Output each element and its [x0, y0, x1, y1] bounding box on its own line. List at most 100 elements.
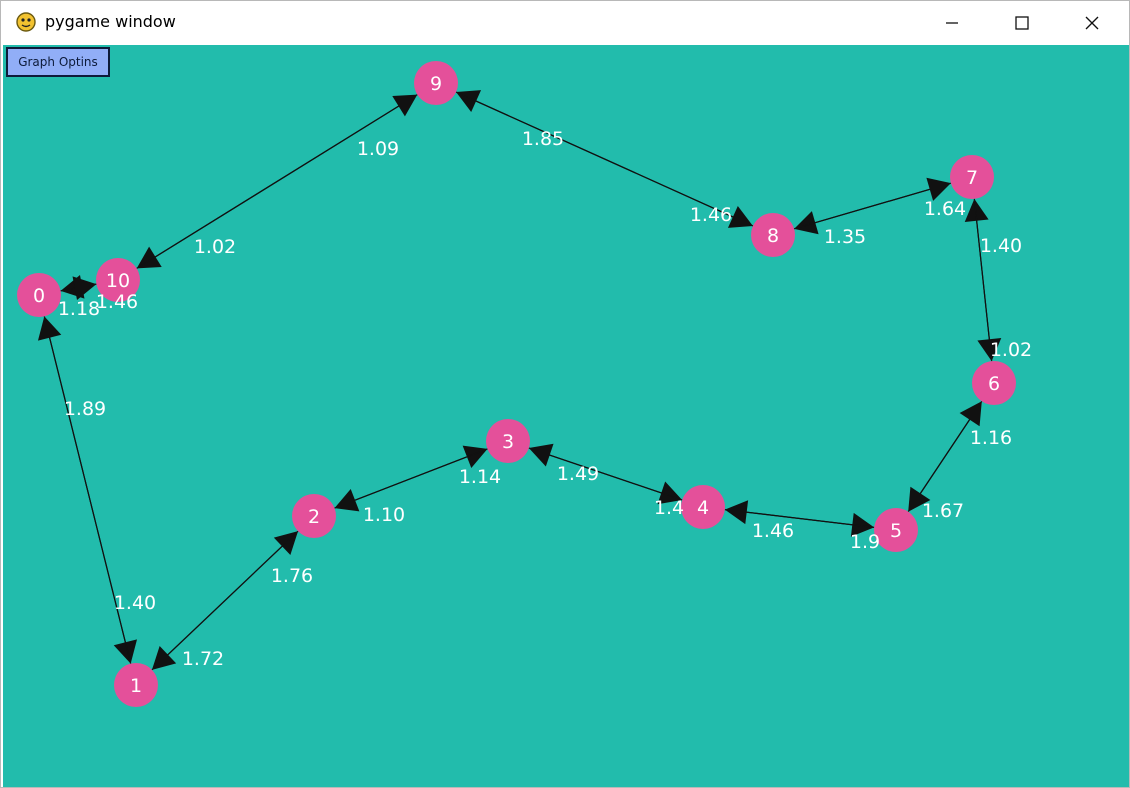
arrowhead-icon: [964, 198, 989, 223]
node-label: 2: [308, 506, 320, 528]
arrowhead-icon: [528, 443, 554, 467]
arrowhead-icon: [850, 512, 875, 537]
node-circle[interactable]: [751, 213, 795, 257]
graph-node-0[interactable]: 0: [17, 273, 61, 317]
arrowhead-icon: [136, 246, 162, 269]
node-label: 3: [502, 431, 514, 453]
node-label: 10: [106, 270, 130, 292]
arrowhead-icon: [794, 211, 819, 235]
graph-node-3[interactable]: 3: [486, 419, 530, 463]
node-label: 0: [33, 285, 45, 307]
close-button[interactable]: [1069, 1, 1115, 44]
edge-weight-label: 1.40: [980, 235, 1022, 257]
edge-line: [746, 511, 875, 528]
edge-line: [549, 454, 683, 501]
edge-weight-label: 1.46: [690, 204, 732, 226]
edge-8-7: [793, 177, 951, 230]
node-circle[interactable]: [414, 61, 458, 105]
edge-5-4: [724, 500, 875, 528]
edge-2-1: [151, 530, 299, 670]
edge-line: [793, 188, 930, 230]
edge-weight-label: 1.85: [522, 128, 564, 150]
graph-node-5[interactable]: 5: [874, 508, 918, 552]
graph-node-2[interactable]: 2: [292, 494, 336, 538]
graph-node-9[interactable]: 9: [414, 61, 458, 105]
edge-0-10: [60, 276, 97, 300]
edge-6-7: [964, 198, 993, 362]
edge-3-2: [334, 448, 488, 512]
node-circle[interactable]: [114, 663, 158, 707]
maximize-button[interactable]: [999, 1, 1045, 44]
arrowhead-icon: [657, 481, 683, 505]
graph-node-4[interactable]: 4: [681, 485, 725, 529]
edge-weight-label: 1.09: [357, 138, 399, 160]
node-label: 1: [130, 675, 142, 697]
graph-node-6[interactable]: 6: [972, 361, 1016, 405]
edge-6-5: [908, 400, 983, 512]
arrowhead-icon: [392, 94, 418, 117]
edge-weight-label: 1.9: [850, 531, 880, 553]
edge-weight-label: 1.67: [922, 500, 964, 522]
graph-node-7[interactable]: 7: [950, 155, 994, 199]
edges: [37, 90, 1002, 671]
edge-weight-label: 1.14: [459, 466, 501, 488]
edge-weight-label: 1.72: [182, 648, 224, 670]
edge-weight-label: 1.02: [194, 236, 236, 258]
node-label: 8: [767, 225, 779, 247]
arrowhead-icon: [727, 205, 753, 228]
arrowhead-icon: [334, 488, 360, 512]
minimize-button[interactable]: [929, 1, 975, 44]
nodes: 0 1 2 3 4 5 6 7 8 9 10: [17, 61, 1016, 707]
node-circle[interactable]: [874, 508, 918, 552]
node-label: 5: [890, 520, 902, 542]
node-circle[interactable]: [972, 361, 1016, 405]
node-label: 9: [430, 73, 442, 95]
edge-line: [919, 400, 983, 494]
arrowhead-icon: [113, 639, 138, 664]
edge-weight-label: 1.02: [990, 339, 1032, 361]
edge-line: [167, 530, 299, 656]
maximize-icon: [1015, 15, 1029, 30]
pygame-snake-icon: [16, 12, 36, 32]
node-label: 4: [697, 497, 709, 519]
edge-weight-label: 1.10: [363, 504, 405, 526]
node-circle[interactable]: [17, 273, 61, 317]
graph-options-button[interactable]: Graph Optins: [6, 47, 110, 77]
edge-weight-label: 1.46: [96, 291, 138, 313]
edge-weight-label: 1.35: [824, 226, 866, 248]
edge-weight-label: 1.46: [752, 520, 794, 542]
edge-weight-label: 1.18: [58, 298, 100, 320]
arrowhead-icon: [724, 500, 749, 525]
edge-3-4: [528, 447, 683, 505]
edge-line: [60, 287, 75, 292]
node-circle[interactable]: [96, 258, 140, 302]
minimize-icon: [946, 21, 958, 24]
edge-line: [354, 448, 488, 501]
graph-node-1[interactable]: 1: [114, 663, 158, 707]
edge-4-3: [528, 443, 683, 501]
close-icon: [1085, 16, 1099, 29]
edge-10-9: [136, 94, 418, 269]
node-label: 7: [966, 167, 978, 189]
node-circle[interactable]: [292, 494, 336, 538]
arrowhead-icon: [926, 177, 951, 201]
node-circle[interactable]: [681, 485, 725, 529]
node-circle[interactable]: [950, 155, 994, 199]
graph-node-10[interactable]: 10: [96, 258, 140, 302]
edge-weight-label: 1.4: [654, 497, 684, 519]
edge-line: [455, 91, 734, 218]
edge-weight-label: 1.16: [970, 427, 1012, 449]
edge-weight-label: 1.76: [271, 565, 313, 587]
arrowhead-icon: [959, 401, 982, 427]
arrowhead-icon: [151, 646, 177, 670]
node-label: 6: [988, 373, 1000, 395]
edge-1-0: [37, 316, 132, 664]
arrowhead-icon: [72, 276, 97, 300]
node-circle[interactable]: [486, 419, 530, 463]
arrowhead-icon: [37, 316, 62, 341]
edge-7-6: [973, 198, 1002, 362]
graph-node-8[interactable]: 8: [751, 213, 795, 257]
